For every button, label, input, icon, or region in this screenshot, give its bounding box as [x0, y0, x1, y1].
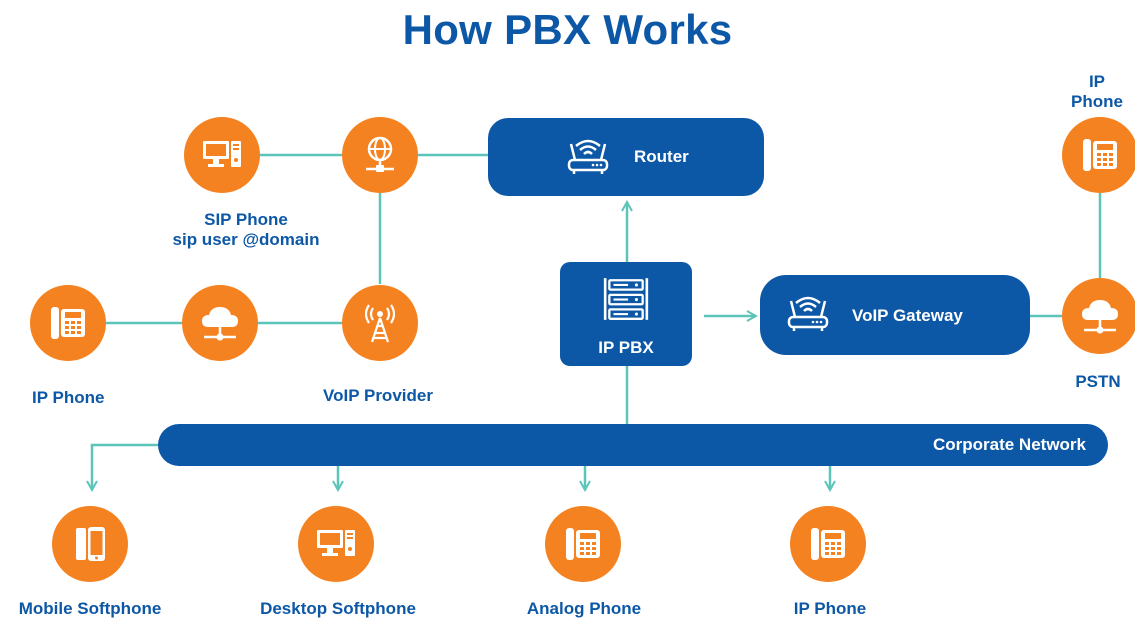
ip-phone-bottom-label: IP Phone [793, 599, 867, 618]
desk-phone-icon [46, 301, 90, 345]
corporate-network-bar: Corporate Network [158, 424, 1108, 466]
ip-phone-top-label-line1: IP [1088, 72, 1106, 91]
internet-node [342, 117, 418, 193]
ip-phone-left-node [30, 285, 106, 361]
ip-pbx-node: IP PBX [560, 262, 692, 366]
diagram-title: How PBX Works [402, 6, 733, 53]
mobile-softphone-node [52, 506, 128, 582]
ip-phone-top-node [1062, 117, 1135, 193]
globe-network-icon [358, 133, 402, 177]
ip-phone-bottom-node [790, 506, 866, 582]
mobile-phone-icon [68, 522, 112, 566]
router-label: Router [634, 147, 689, 166]
desk-phone-icon [806, 522, 850, 566]
pstn-label: PSTN [1075, 372, 1121, 391]
desktop-computer-icon [200, 133, 244, 177]
corporate-network-label: Corporate Network [932, 435, 1086, 454]
voip-provider-node [342, 285, 418, 361]
router-node: Router [488, 118, 764, 196]
cloud-icon [1078, 294, 1122, 338]
analog-phone-node [545, 506, 621, 582]
sip-phone-label: SIP Phone sip user @domain [173, 210, 320, 250]
ip-phone-left-label: IP Phone [32, 388, 105, 407]
desk-phone-icon [561, 522, 605, 566]
server-rack-icon [601, 274, 651, 324]
cloud-node [182, 285, 258, 361]
pstn-node [1062, 278, 1135, 354]
voip-provider-label: VoIP Provider [323, 386, 433, 405]
analog-phone-label: Analog Phone [526, 599, 642, 618]
voip-gateway-node: VoIP Gateway [760, 275, 1030, 355]
voip-gateway-label: VoIP Gateway [852, 306, 963, 325]
desktop-softphone-label: Desktop Softphone [260, 599, 416, 618]
desk-phone-icon [1078, 133, 1122, 177]
ip-phone-top-label-line2: Phone [1071, 92, 1123, 111]
mobile-softphone-label: Mobile Softphone [18, 599, 162, 618]
antenna-tower-icon [358, 301, 402, 345]
wifi-router-icon [784, 293, 832, 333]
arrow-network-to-mobile-softphone [92, 443, 158, 490]
sip-phone-label-line2: sip user @domain [172, 230, 320, 249]
wifi-router-icon [564, 136, 612, 176]
cloud-icon [198, 301, 242, 345]
desktop-softphone-node [298, 506, 374, 582]
ip-phone-top-label: IP Phone [1071, 72, 1123, 112]
ip-pbx-label: IP PBX [598, 338, 654, 357]
desktop-computer-icon [314, 522, 358, 566]
sip-phone-node [184, 117, 260, 193]
sip-phone-label-line1: SIP Phone [204, 210, 288, 229]
